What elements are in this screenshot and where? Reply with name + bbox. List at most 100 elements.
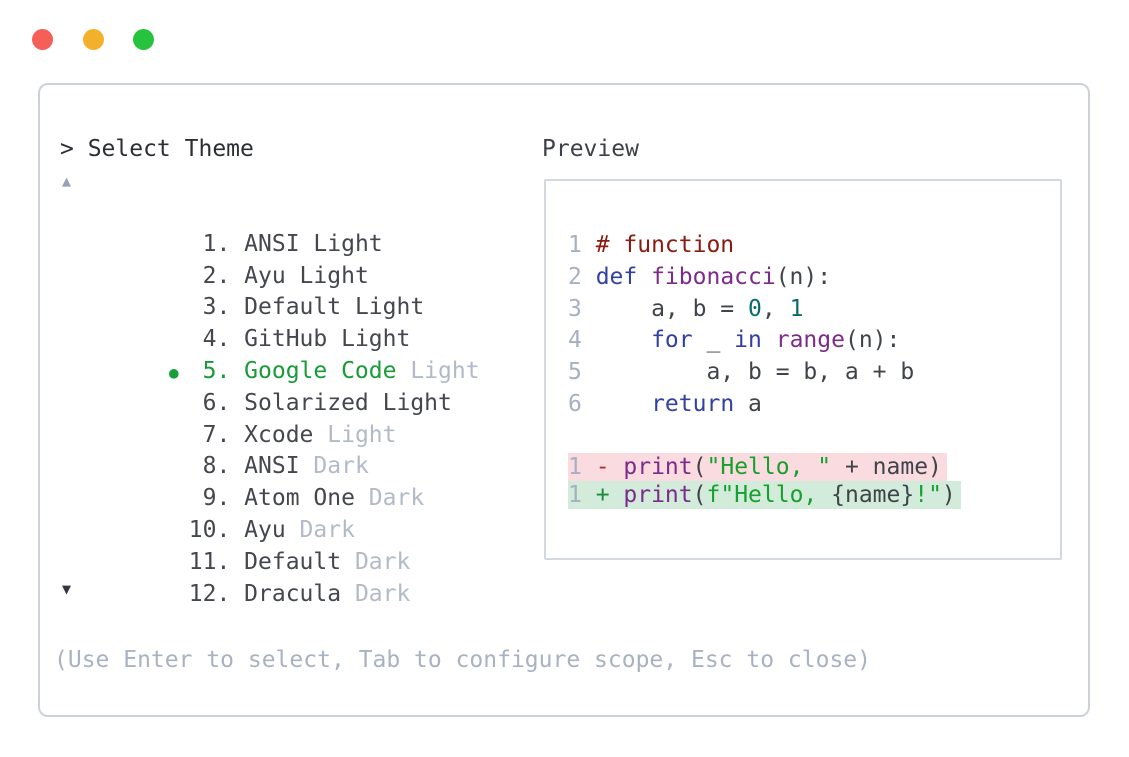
code-segment: !" [914,482,942,508]
minimize-button[interactable] [82,29,104,50]
theme-option-ayu-light[interactable]: 2. Ayu Light [40,229,540,289]
code-segment: , [761,295,790,322]
scroll-down-icon[interactable]: ▼ [62,580,72,598]
keyboard-hint: (Use Enter to select, Tab to configure s… [54,647,871,673]
close-button[interactable] [32,29,53,50]
theme-option-name: Ayu [230,516,286,543]
code-segment: a [734,390,762,417]
line-number: 6 [568,390,582,417]
maximize-button[interactable] [133,29,155,50]
line-number: 1 [568,454,582,480]
preview-label: Preview [542,136,639,162]
theme-option-ansi-dark[interactable]: 8. ANSI Dark [40,420,540,479]
theme-option-number: 2. [188,262,231,289]
code-segment: in [734,327,762,354]
code-segment: _ [692,327,735,354]
theme-option-default-light[interactable]: 3. Default Light [40,261,540,320]
code-segment: ( [692,482,707,508]
code-line: 5 a, b = b, a + b [568,357,914,389]
theme-option-suffix: Light [341,294,425,321]
theme-option-number: 9. [188,485,231,512]
theme-option-suffix: Light [396,357,480,384]
code-line: 1 # function [568,230,914,262]
theme-option-name: GitHub [230,326,328,353]
code-segment: print [623,482,693,508]
code-segment: return [651,390,735,417]
theme-option-atom-one-dark[interactable]: 9. Atom One Dark [40,451,540,511]
code-segment [596,391,651,417]
diff-added-line: 1 + print(f"Hello, {name}!") [568,481,961,509]
theme-option-google-code-light[interactable]: ● 5. Google Code Light [40,324,540,384]
code-segment: fibonacci [651,263,776,290]
theme-option-default-dark[interactable]: 11. Default Dark [40,515,540,575]
code-segment: range [775,327,845,354]
code-segment: 1 [789,295,804,322]
theme-option-suffix: Dark [354,485,425,512]
code-segment: 0 [748,295,762,322]
code-line: 4 for _ in range(n): [568,325,914,357]
theme-option-number: 7. [188,421,231,448]
theme-option-name: ANSI [230,230,300,257]
diff-plus-marker: + [595,482,624,508]
code-segment: (n): [775,263,832,290]
code-segment [762,327,776,353]
theme-option-ansi-light[interactable]: 1. ANSI Light [40,197,540,257]
theme-option-number: 8. [188,453,231,480]
theme-option-number: 12. [188,580,231,607]
theme-option-name: Solarized [230,389,369,416]
code-segment: print [623,454,693,480]
diff-sample: 1- print("Hello, " + name) 1 + print(f"He… [568,453,961,509]
theme-option-name: Xcode [230,421,314,448]
theme-option-number: 3. [188,294,231,321]
theme-option-github-light[interactable]: 4. GitHub Light [40,292,540,352]
theme-option-name: ANSI [230,453,300,480]
theme-option-number: 10. [188,516,231,543]
line-number: 3 [568,295,582,322]
code-segment [596,327,651,353]
theme-option-number: 4. [188,326,231,353]
scroll-up-icon[interactable]: ▲ [62,172,72,190]
theme-option-number: 6. [188,389,231,416]
line-number: 1 [568,232,582,258]
theme-option-suffix: Dark [341,580,411,607]
code-segment: (n): [844,327,901,354]
theme-option-xcode-light[interactable]: 7. Xcode Light [40,388,540,448]
code-segment: a, b = [595,295,749,322]
theme-option-number: 1. [188,230,231,257]
theme-picker-panel: > Select Theme ▲ 1. ANSI Light 2. Ayu Li… [38,83,1090,717]
theme-option-suffix: Dark [285,516,355,543]
code-line: 2 def fibonacci(n): [568,262,914,294]
code-segment: # function [595,232,735,258]
code-segment: "Hello, " [706,454,832,480]
theme-option-dracula-dark[interactable]: 12. Dracula Dark [40,547,540,607]
line-number: 5 [568,359,582,386]
diff-removed-line: 1- print("Hello, " + name) [568,453,961,481]
line-number: 4 [568,327,582,354]
theme-option-name: Atom One [230,485,355,512]
code-line: 6 return a [568,389,914,421]
code-segment: ( [692,454,707,480]
theme-list: 1. ANSI Light 2. Ayu Light 3. Default Li… [40,197,540,607]
theme-option-name: Default [230,294,342,321]
line-number: 1 [568,482,582,508]
theme-option-number: 5. [188,357,231,384]
code-segment: f"Hello, [706,482,832,508]
code-segment: + name) [831,454,942,480]
theme-option-ayu-dark[interactable]: 10. Ayu Dark [40,483,540,543]
theme-option-suffix: Dark [341,548,411,575]
code-segment: def [595,263,652,290]
theme-option-suffix: Dark [299,453,369,480]
line-number: 2 [568,263,582,290]
code-segment: {name} [831,482,915,508]
selected-bullet-icon: ● [168,362,179,382]
theme-option-suffix: Light [327,326,411,353]
theme-option-suffix: Light [285,262,369,289]
code-segment: ) [941,482,956,508]
window-controls [32,29,174,54]
theme-option-solarized-light[interactable]: 6. Solarized Light [40,356,540,416]
theme-option-suffix: Light [313,421,397,448]
code-segment: for [651,327,693,354]
theme-option-suffix: Light [368,389,452,416]
